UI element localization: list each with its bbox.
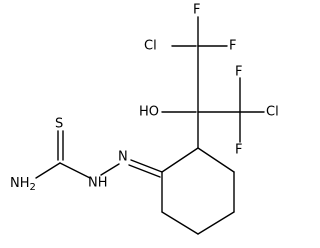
bond-c-nh2 <box>35 162 61 179</box>
atom-cl-mid: Cl <box>266 105 279 120</box>
bond-n-nh <box>100 163 120 176</box>
atom-f-mid: F <box>235 65 242 80</box>
atom-f-top: F <box>193 3 200 18</box>
atom-s: S <box>55 117 63 132</box>
atom-f-top-right: F <box>229 39 236 54</box>
atom-labels: Cl F F HO F Cl F S NH2 NH N <box>10 3 279 194</box>
bond-nh-c <box>59 162 91 179</box>
bond-ring-1 <box>161 147 199 173</box>
molecule-structure: Cl F F HO F Cl F S NH2 NH N <box>10 3 279 235</box>
atom-ho: HO <box>139 105 159 120</box>
bond-c-n-double-b <box>128 164 161 178</box>
bond-ring-3 <box>161 211 199 235</box>
atom-nh2: NH2 <box>10 176 36 194</box>
atom-n: N <box>118 150 128 165</box>
bond-c-n-double-a <box>130 159 163 173</box>
atom-cl-top: Cl <box>144 39 157 54</box>
bond-ring-6 <box>197 147 235 173</box>
bonds <box>35 16 265 235</box>
bond-ring-4 <box>197 211 235 235</box>
atom-f-bottom: F <box>235 143 242 158</box>
atom-nh: NH <box>88 176 108 191</box>
